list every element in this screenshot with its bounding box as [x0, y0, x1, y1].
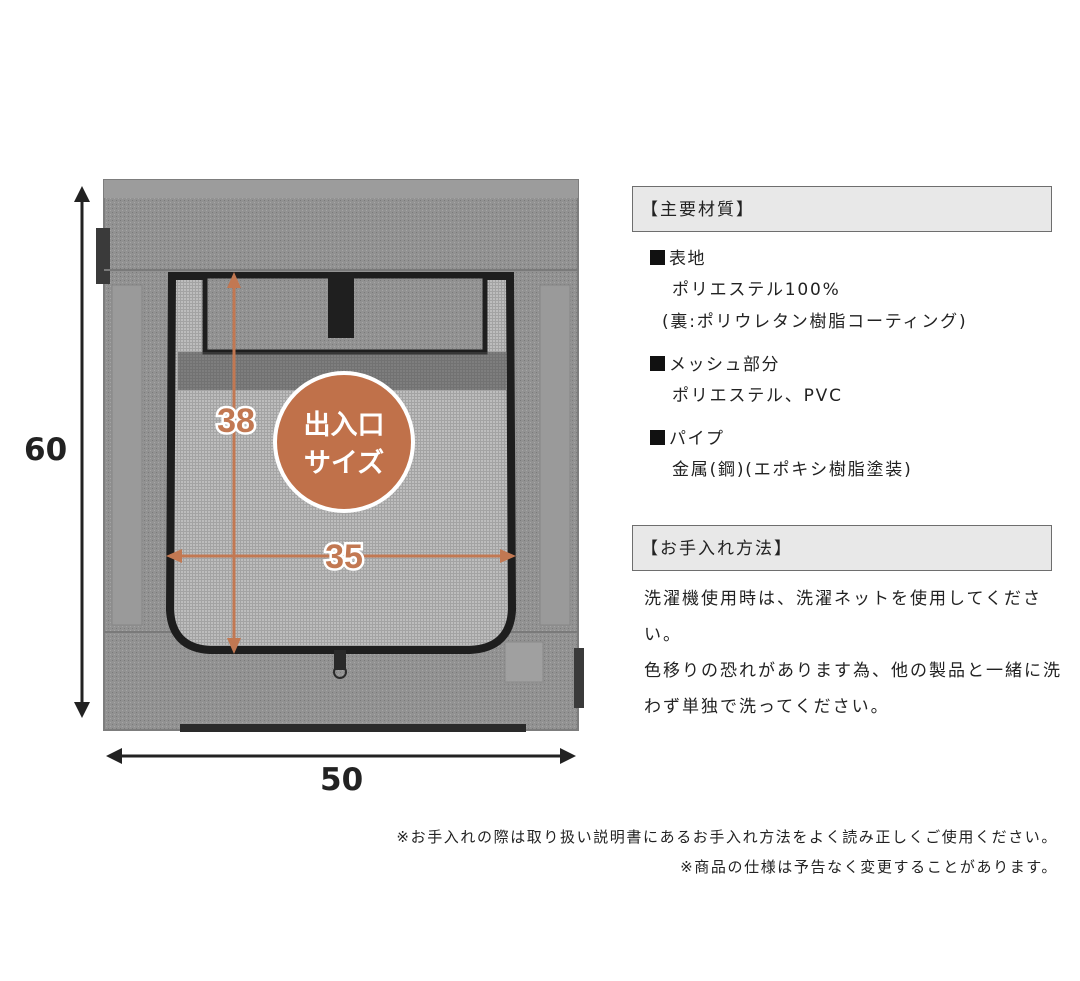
materials-header: 【主要材質】	[632, 186, 1052, 232]
materials-section: 【主要材質】 表地 ポリエステル100% (裏:ポリウレタン樹脂コーティング) …	[632, 186, 1052, 486]
opening-height-label: 38	[217, 402, 255, 440]
badge-line1: 出入口	[304, 410, 385, 441]
square-bullet-icon	[650, 250, 665, 265]
material-line: 金属(鋼)(エポキシ樹脂塗装)	[672, 460, 913, 480]
opening-height-arrow	[227, 272, 241, 654]
material-title: パイプ	[669, 429, 725, 449]
square-bullet-icon	[650, 430, 665, 445]
material-item-surface: 表地 ポリエステル100% (裏:ポリウレタン樹脂コーティング)	[632, 244, 1052, 338]
opening-width-label: 35	[325, 538, 363, 576]
material-item-mesh: メッシュ部分 ポリエステル、PVC	[632, 350, 1052, 412]
footnote-spec: ※商品の仕様は予告なく変更することがあります。	[680, 858, 1058, 876]
square-bullet-icon	[650, 356, 665, 371]
opening-size-badge: 出入口 サイズ	[273, 371, 415, 513]
width-dimension-label: 50	[320, 762, 364, 798]
care-text-washing: 洗濯機使用時は、洗濯ネットを使用してください。	[644, 589, 1042, 645]
material-line: ポリエステル、PVC	[672, 386, 843, 406]
material-title: 表地	[669, 249, 706, 269]
care-section: 【お手入れ方法】 洗濯機使用時は、洗濯ネットを使用してください。 色移りの恐れが…	[632, 525, 1060, 725]
material-title: メッシュ部分	[669, 355, 780, 375]
width-arrow	[106, 748, 576, 764]
footnote-care: ※お手入れの際は取り扱い説明書にあるお手入れ方法をよく読み正しくご使用ください。	[396, 828, 1058, 846]
badge-line2: サイズ	[304, 447, 384, 479]
care-text-color: 色移りの恐れがあります為、他の製品と一緒に洗わず単独で洗ってください。	[644, 661, 1062, 717]
material-item-pipe: パイプ 金属(鋼)(エポキシ樹脂塗装)	[632, 424, 1052, 486]
crate-illustration: 38 35 出入口 サイズ	[74, 179, 584, 764]
care-header: 【お手入れ方法】	[632, 525, 1052, 571]
opening-width-arrow	[166, 549, 516, 563]
material-line: (裏:ポリウレタン樹脂コーティング)	[662, 312, 968, 332]
height-arrow	[74, 186, 90, 718]
height-dimension-label: 60	[24, 432, 68, 468]
material-line: ポリエステル100%	[672, 280, 841, 300]
